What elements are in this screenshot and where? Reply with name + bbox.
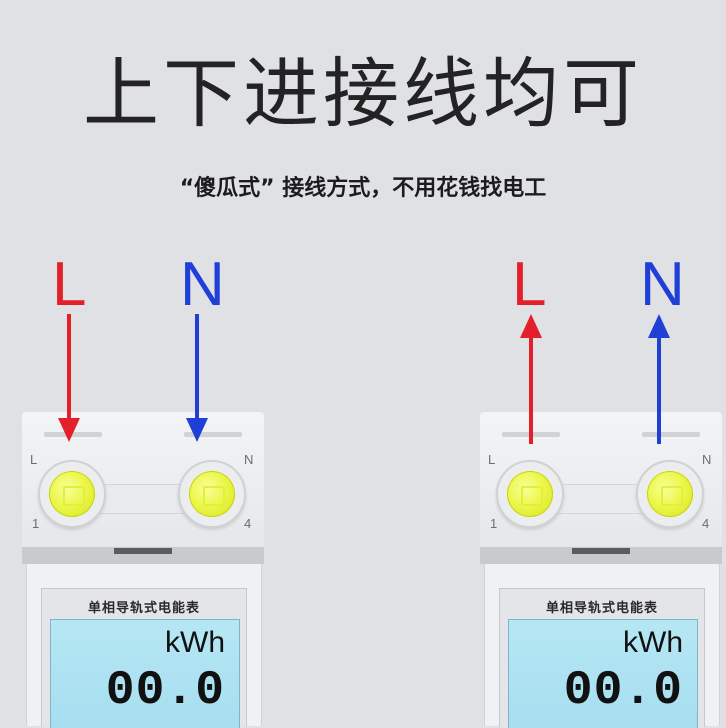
energy-reading: 00.0 — [563, 664, 683, 718]
right-neutral-arrow-up-icon — [648, 314, 670, 444]
terminal-neutral — [636, 460, 704, 528]
meter-name: 单相导轨式电能表 — [87, 601, 200, 616]
vent-slot — [184, 432, 242, 437]
terminal-label-4: 4 — [702, 516, 710, 531]
vent-slot — [44, 432, 102, 437]
terminal-label-neutral: N — [702, 452, 712, 467]
right-meter-neutral-letter: N — [640, 250, 685, 319]
terminal-live — [38, 460, 106, 528]
rail-notch — [572, 548, 630, 554]
headline: 上下进接线均可 — [83, 49, 643, 138]
right-meter-live-letter: L — [512, 250, 547, 319]
left-neutral-arrow-down-icon — [186, 314, 208, 442]
front-panel: 单相导轨式电能表 kWh 00.0 — [499, 588, 705, 728]
energy-reading: 00.0 — [105, 664, 225, 718]
tagline: “傻瓜式” 接线方式，不用花钱找电工 — [179, 176, 547, 201]
terminal-label-4: 4 — [244, 516, 252, 531]
rail-band — [22, 548, 264, 564]
screw-icon — [507, 471, 553, 517]
front-panel: 单相导轨式电能表 kWh 00.0 — [41, 588, 247, 728]
left-meter-live-letter: L — [52, 250, 87, 319]
rail-band — [480, 548, 722, 564]
left-live-arrow-down-icon — [58, 314, 80, 442]
terminal-label-1: 1 — [32, 516, 40, 531]
meter-body: 单相导轨式电能表 kWh 00.0 — [26, 564, 262, 728]
lcd-display: kWh 00.0 — [50, 619, 240, 728]
terminal-label-neutral: N — [244, 452, 254, 467]
terminal-live — [496, 460, 564, 528]
left-meter-neutral-letter: N — [180, 250, 225, 319]
terminal-cap: L N 1 4 — [22, 412, 264, 548]
rail-notch — [114, 548, 172, 554]
meter-name: 单相导轨式电能表 — [545, 601, 658, 616]
terminal-label-1: 1 — [490, 516, 498, 531]
terminal-label-live: L — [30, 452, 38, 467]
terminal-neutral — [178, 460, 246, 528]
meter-body: 单相导轨式电能表 kWh 00.0 — [484, 564, 720, 728]
energy-meter-right: L N 1 4 单相导轨式电能表 kWh 00.0 — [480, 412, 722, 728]
screw-icon — [189, 471, 235, 517]
right-live-arrow-up-icon — [520, 314, 542, 444]
screw-icon — [49, 471, 95, 517]
lcd-display: kWh 00.0 — [508, 619, 698, 728]
terminal-cap: L N 1 4 — [480, 412, 722, 548]
vent-slot — [642, 432, 700, 437]
terminal-label-live: L — [488, 452, 496, 467]
energy-unit: kWh — [623, 626, 683, 659]
energy-meter-left: L N 1 4 单相导轨式电能表 kWh 00.0 — [22, 412, 264, 728]
screw-icon — [647, 471, 693, 517]
energy-unit: kWh — [165, 626, 225, 659]
